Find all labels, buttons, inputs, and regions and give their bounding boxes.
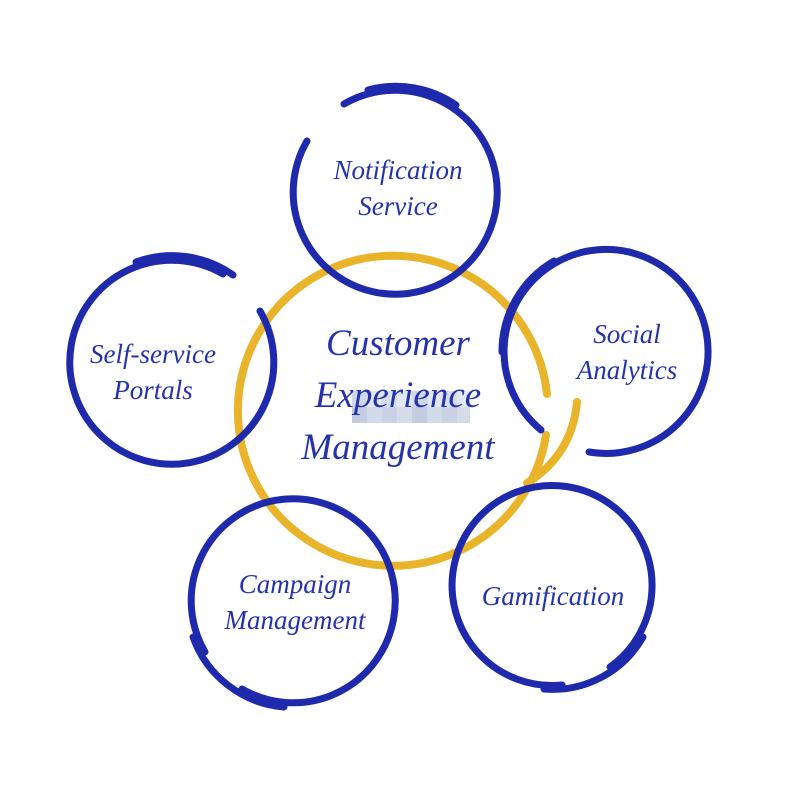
node-label-line: Self-service bbox=[90, 339, 216, 369]
node-label-notification-service: Notification Service bbox=[333, 152, 462, 224]
node-label-campaign-management: Campaign Management bbox=[225, 566, 366, 638]
node-label-line: Management bbox=[224, 605, 366, 635]
center-label-line: Management bbox=[301, 427, 495, 468]
node-label-line: Gamification bbox=[481, 581, 625, 611]
node-ring-notification-service bbox=[289, 82, 501, 298]
center-label-line: Experience bbox=[314, 375, 482, 416]
node-label-line: Analytics bbox=[576, 355, 678, 385]
node-ring-self-service-portals bbox=[66, 252, 278, 468]
node-ring-gamification bbox=[448, 482, 656, 693]
node-label-line: Social bbox=[593, 319, 661, 349]
node-label-line: Notification bbox=[333, 155, 463, 185]
node-label-gamification: Gamification bbox=[482, 578, 625, 614]
center-label-line: Customer bbox=[326, 323, 470, 364]
node-label-line: Campaign bbox=[238, 569, 352, 599]
node-ring-campaign-management bbox=[187, 495, 399, 711]
center-label: Customer Experience Management bbox=[301, 318, 494, 474]
watermark-pixelation bbox=[352, 391, 470, 423]
node-label-line: Portals bbox=[113, 375, 193, 405]
node-ring-social-analytics bbox=[498, 245, 712, 457]
node-rings bbox=[66, 82, 712, 711]
node-label-line: Service bbox=[358, 191, 438, 221]
node-label-self-service-portals: Self-service Portals bbox=[90, 336, 216, 408]
node-label-social-analytics: Social Analytics bbox=[577, 316, 677, 388]
